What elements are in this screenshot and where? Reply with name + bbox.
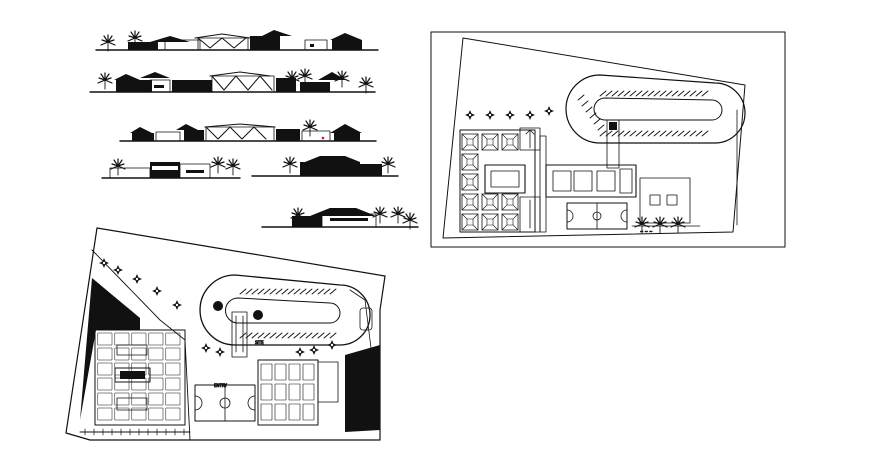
elevation-4: [101, 156, 241, 179]
red-marker: [321, 136, 325, 140]
elevation-6: [261, 206, 419, 230]
elevation-2: [89, 68, 376, 94]
site-tag-left: SITE: [255, 340, 264, 345]
site-plan-left: SITE ENTRY: [65, 227, 386, 441]
elevation-3: [119, 119, 377, 142]
site-tag-right: ENTRY: [214, 383, 227, 388]
elevation-1: [95, 30, 379, 52]
site-plan-right: ~ ~ ~: [430, 31, 786, 248]
elevation-5: [251, 156, 399, 177]
cabana-marks: ~ ~ ~: [640, 229, 653, 234]
parking-stalls: [577, 90, 709, 137]
